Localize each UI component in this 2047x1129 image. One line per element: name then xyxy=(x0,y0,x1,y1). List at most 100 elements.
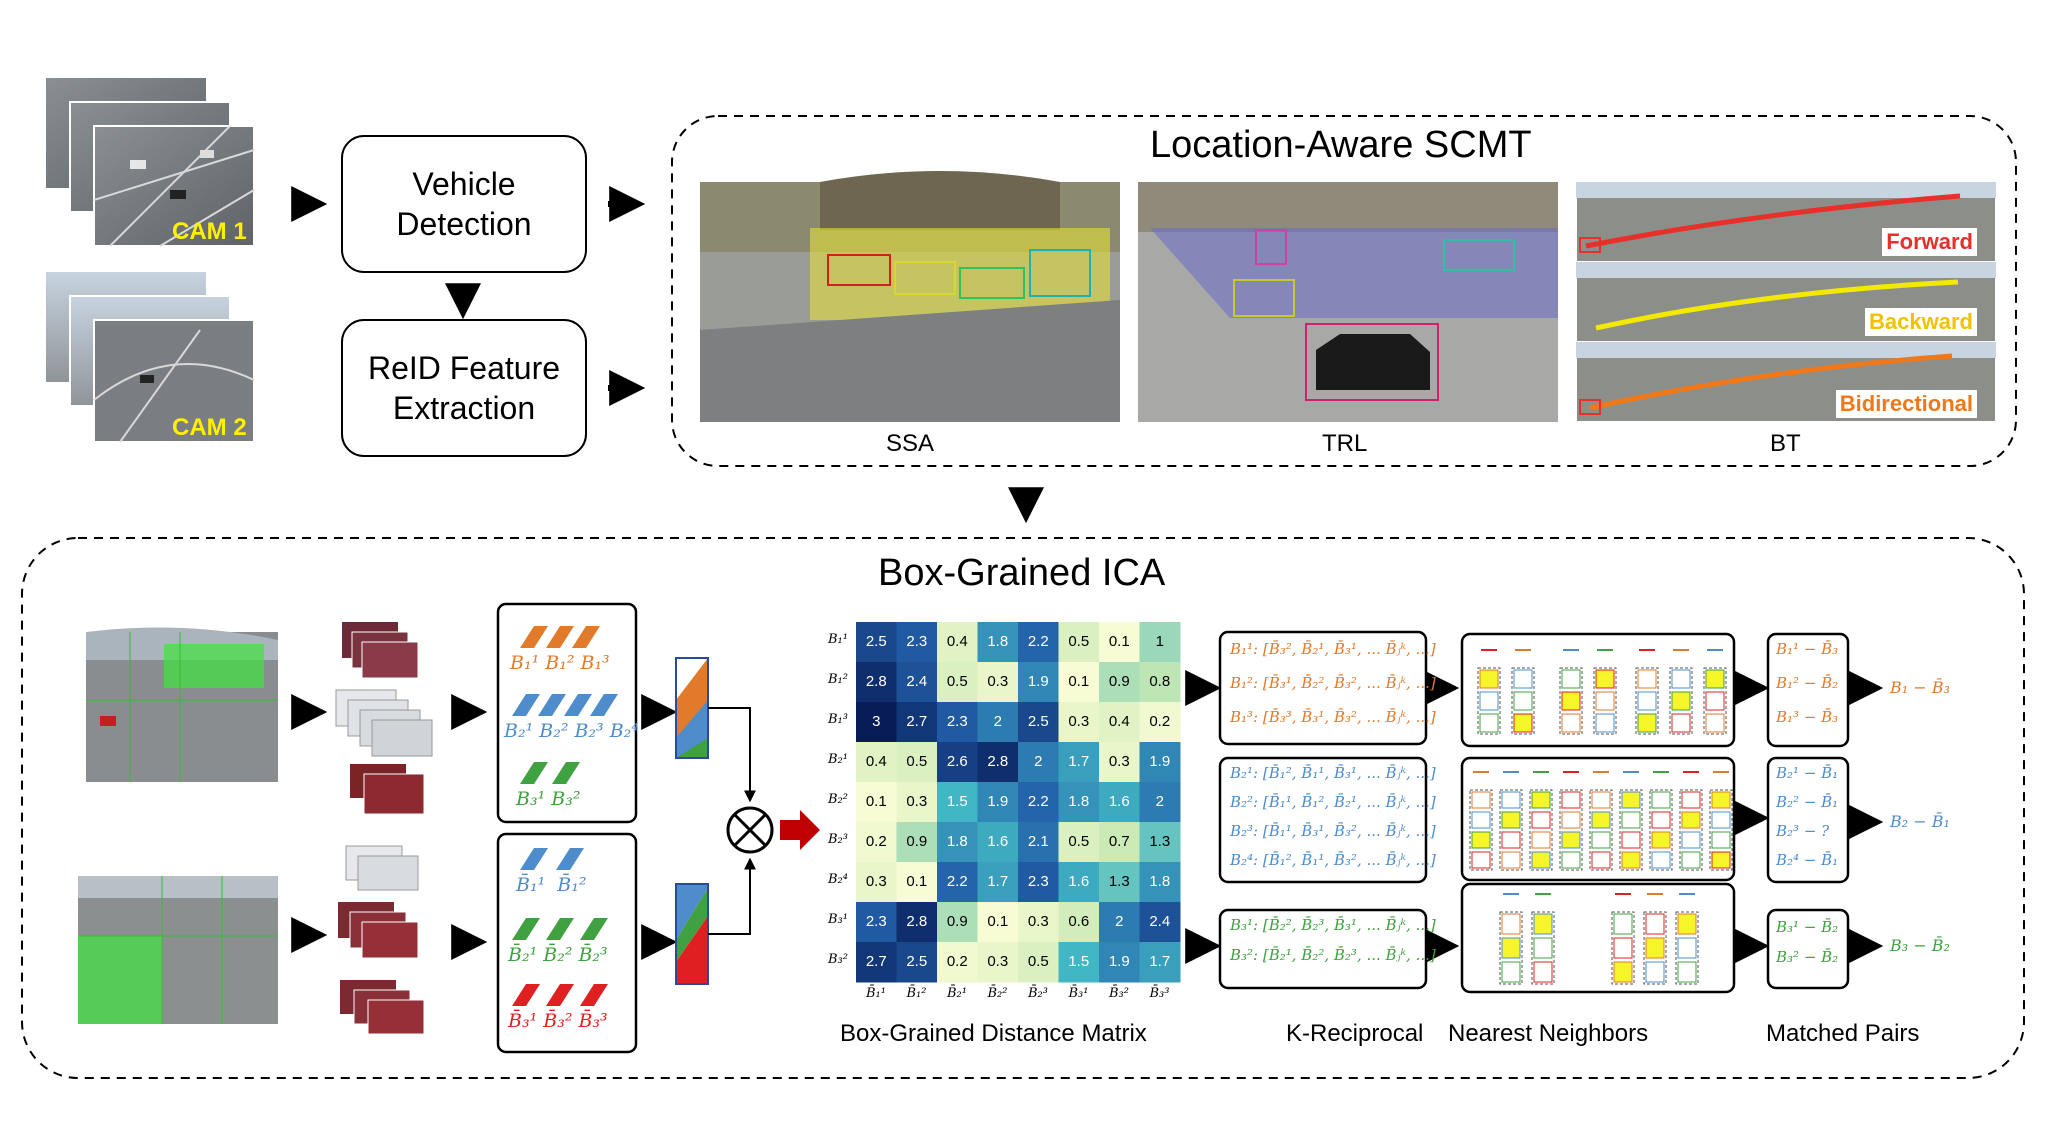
heatmap-col-label: B̄₂¹ xyxy=(947,986,967,1001)
heatmap-cell xyxy=(937,822,978,863)
cam1-stack xyxy=(46,78,255,247)
heatmap-col-label: B̄₁² xyxy=(906,986,927,1001)
heatmap-value: 2.2 xyxy=(946,873,968,890)
heatmap-cell xyxy=(896,702,938,743)
neighbor-cell xyxy=(1651,811,1671,829)
matched-pair-row: B₁¹ − B̄₃ xyxy=(1776,640,1839,658)
knn-list-row: B₂²: [B̄₁¹, B̄₁², B̄₂¹, ... B̄ⱼᵏ, ...] xyxy=(1230,793,1436,811)
heatmap-value: 2.8 xyxy=(906,913,928,930)
heatmap-cell xyxy=(977,942,1019,983)
heatmap-cell xyxy=(1099,742,1140,783)
knn-box-1 xyxy=(1218,630,1428,746)
neighbor-cell xyxy=(1501,831,1521,849)
heatmap-value: 2.3 xyxy=(865,913,887,930)
neighbor-cell xyxy=(1501,791,1521,809)
feature-labels-b1: B₁¹ B₁² B₁³ xyxy=(510,652,610,674)
neighbor-cell xyxy=(1479,669,1499,689)
neighbor-column xyxy=(1619,789,1643,871)
neighbor-cell xyxy=(1501,961,1521,983)
heatmap-col-label: B̄₃² xyxy=(1109,986,1129,1001)
matched-pair-row: B₂³ − ? xyxy=(1776,822,1830,840)
heatmap-value: 2.5 xyxy=(1027,713,1049,730)
heatmap-cell xyxy=(977,822,1019,863)
neighbor-cell xyxy=(1705,713,1725,733)
heatmap-value: 1.6 xyxy=(1108,793,1130,810)
heatmap-value: 0.1 xyxy=(987,913,1009,930)
heatmap-cell xyxy=(937,942,978,983)
neighbor-cell xyxy=(1533,913,1553,935)
heatmap-value: 2.5 xyxy=(865,633,887,650)
heatmap-cell xyxy=(1018,862,1059,903)
neighbor-cell xyxy=(1711,831,1731,849)
neighbor-cell xyxy=(1681,791,1701,809)
heatmap-cell xyxy=(1018,942,1059,983)
trl-panel xyxy=(1138,182,1558,422)
heatmap-value: 0.1 xyxy=(865,793,887,810)
matched-pair-row: B₁³ − B̄₃ xyxy=(1776,708,1839,726)
heatmap-value: 0.4 xyxy=(946,633,968,650)
neighbor-column xyxy=(1675,911,1699,985)
heatmap-value: 0.5 xyxy=(906,753,928,770)
reid-label: ReID Feature Extraction xyxy=(342,348,586,428)
heatmap-value: 1.9 xyxy=(1027,673,1049,690)
heatmap-cell xyxy=(1099,622,1140,663)
heatmap-value: 2.8 xyxy=(865,673,887,690)
matched-box-1 xyxy=(1766,632,1850,748)
heatmap-cell xyxy=(856,622,897,663)
heatmap-cell xyxy=(1139,902,1181,943)
heatmap-cell xyxy=(977,782,1019,823)
crop-stack-cam2 xyxy=(338,845,425,1035)
heatmap-cell xyxy=(1058,702,1100,743)
heatmap-value: 0.2 xyxy=(946,953,968,970)
heatmap-cell xyxy=(1139,702,1181,743)
heatmap-cell xyxy=(1139,662,1181,703)
heatmap-value: 0.1 xyxy=(1108,633,1130,650)
heatmap-value: 2.6 xyxy=(946,753,968,770)
neighbor-cell xyxy=(1591,851,1611,869)
heatmap-value: 2.1 xyxy=(1027,833,1049,850)
forward-tag: Forward xyxy=(1882,228,1977,256)
knn-list-row: B₁²: [B̄₃¹, B̄₂², B̄₃², ... B̄ⱼᵏ, ...] xyxy=(1230,674,1436,692)
heatmap-value: 0.5 xyxy=(946,673,968,690)
heatmap-cell xyxy=(937,662,978,703)
heatmap-row-label: B₁² xyxy=(828,672,848,687)
heatmap-value: 1.3 xyxy=(1149,833,1171,850)
neighbor-cell xyxy=(1621,811,1641,829)
heatmap-value: 0.2 xyxy=(1149,713,1171,730)
heatmap-value: 2.2 xyxy=(1027,793,1049,810)
neighbor-cell xyxy=(1621,831,1641,849)
heatmap-value: 0.4 xyxy=(1108,713,1130,730)
neighbor-cell xyxy=(1621,851,1641,869)
neighbor-cell xyxy=(1637,713,1657,733)
heatmap-value: 2 xyxy=(993,713,1002,730)
heatmap-value: 0.3 xyxy=(1027,913,1049,930)
heatmap-value: 1.6 xyxy=(1068,873,1090,890)
heatmap-value: 3 xyxy=(872,713,881,730)
cam2-label: CAM 2 xyxy=(172,414,247,441)
neighbor-column xyxy=(1531,911,1555,985)
knn-caption-nn: Nearest Neighbors xyxy=(1448,1020,1649,1047)
heatmap-value: 2 xyxy=(1155,793,1164,810)
neighbor-cell xyxy=(1513,713,1533,733)
heatmap-value: 2.3 xyxy=(1027,873,1049,890)
neighbor-cell xyxy=(1479,691,1499,711)
heatmap-value: 1.5 xyxy=(946,793,968,810)
feature-labels-b3: B₃¹ B₃² xyxy=(516,788,581,810)
pairs-caption: Matched Pairs xyxy=(1766,1020,1920,1047)
neighbor-cell xyxy=(1677,913,1697,935)
heatmap-value: 2.8 xyxy=(987,753,1009,770)
matched-pair-row: B₂² − B̄₁ xyxy=(1776,793,1839,811)
heatmap-value: 1.3 xyxy=(1108,873,1130,890)
final-match: B₁ − B̄₃ xyxy=(1890,678,1950,697)
bidirectional-tag: Bidirectional xyxy=(1835,390,1977,418)
matched-pair-row: B₃² − B̄₂ xyxy=(1776,948,1839,966)
heatmap-cell xyxy=(896,942,938,983)
features-cam2 xyxy=(512,848,608,1006)
heatmap-value: 0.8 xyxy=(1149,673,1171,690)
neighbor-cell xyxy=(1595,669,1615,689)
heatmap-cell xyxy=(1099,822,1140,863)
neighbor-cell xyxy=(1681,831,1701,849)
heatmap-cell xyxy=(1099,782,1140,823)
heatmap-value: 0.3 xyxy=(987,953,1009,970)
